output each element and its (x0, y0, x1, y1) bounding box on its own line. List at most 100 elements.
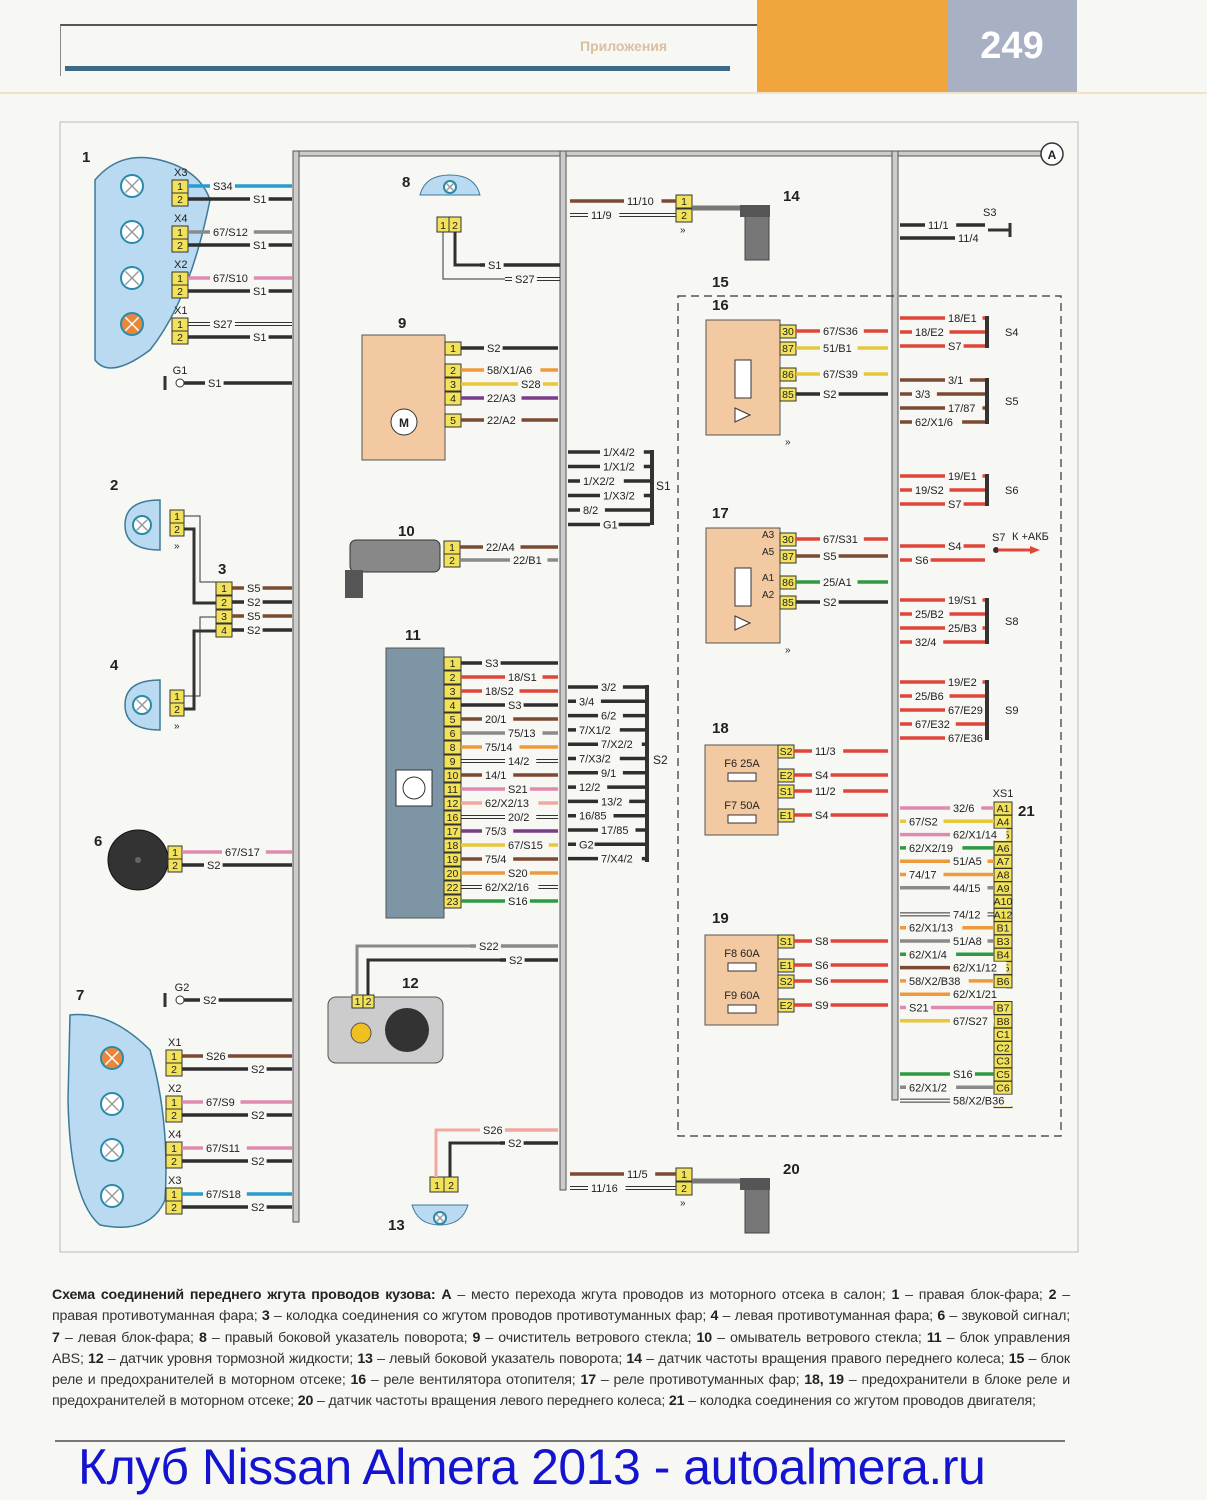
wire-19-E2-label-bg (812, 999, 831, 1011)
splice-S7-wire-label-bg (945, 540, 964, 552)
splice-s2-wire-label-bg (576, 809, 614, 822)
caption-text: – омыватель ветрового стекла; (712, 1329, 922, 1346)
fog-wire-link (184, 629, 216, 711)
wire-19-E2-label: S9 (815, 1000, 828, 1012)
pin-text: 1 (177, 273, 183, 285)
pin-text: 1 (177, 181, 183, 193)
wire-11-19-label: 75/4 (485, 854, 506, 866)
wire-1-X2-1-label: 67/S10 (213, 273, 248, 285)
pin-text: 2 (177, 286, 183, 298)
caption-text: – очиститель ветрового стекла; (480, 1329, 692, 1346)
pin-text: 11 (447, 784, 458, 796)
splice-S8-wire-label: 25/B3 (948, 623, 977, 635)
caption-key: 7 (52, 1329, 60, 1346)
wire-21-A9-label-bg (950, 881, 988, 894)
pin-text: C2 (996, 1042, 1010, 1054)
wire-13-label: S26 (483, 1125, 503, 1137)
splice-s2-wire-label: 7/X1/2 (579, 725, 611, 737)
wire-16-87-label-bg (820, 342, 858, 354)
splice-s1-wire-label: 8/2 (583, 505, 598, 517)
splice-S9-wire-label: 67/E32 (915, 719, 950, 731)
caption-text: – правая противотуманная фара; (52, 1287, 1070, 1325)
wire-1-X3-2-label: S1 (253, 194, 266, 206)
wire-12-label: S2 (509, 955, 522, 967)
wire-21-C6-label-bg (906, 1081, 957, 1094)
caption-text: – левый боковой указатель поворота; (372, 1350, 623, 1367)
wire-g2-label: S2 (203, 995, 216, 1007)
wire-10-1-label: 22/A4 (486, 542, 515, 554)
pin-text: A1 (997, 803, 1010, 815)
wire-20-1-label: 11/5 (627, 1169, 648, 1181)
wire-14-1-label: 11/10 (627, 196, 654, 208)
pin-text: 1 (172, 847, 178, 859)
wire-16-30-label-bg (820, 325, 864, 337)
splice-s2-wire-label-bg (576, 838, 595, 851)
wire-11-8-label-bg (482, 741, 520, 753)
wire-9-1-label-bg (484, 342, 503, 354)
wire-11-2-label: 18/S1 (508, 672, 537, 684)
wire-9-4-label: 22/A3 (487, 393, 516, 405)
wire-21-C7-label: 58/X2/B36 (953, 1096, 1004, 1108)
pin-text: 1 (177, 319, 183, 331)
splice-s2-wire-label-bg (576, 752, 620, 765)
wire-11-17-label: 75/3 (485, 826, 506, 838)
wire-13-2 (448, 1141, 500, 1177)
splice-s2-wire-label: 7/X2/2 (601, 739, 633, 751)
headlamp-left-body (67, 1013, 167, 1228)
wire-1-X2-2-label: S1 (253, 286, 266, 298)
motor-icon (390, 408, 418, 436)
splice-S8-wire-label-bg (912, 608, 950, 620)
wire-21-B5-label-bg (950, 961, 1007, 974)
wire-21-A7-label-bg (950, 855, 988, 868)
horn-center-icon (135, 857, 141, 863)
wire-7-X3-2-label: S2 (251, 1202, 264, 1214)
splice-s1-wire-label-bg (580, 475, 624, 487)
footer-rule (55, 1440, 1065, 1442)
pin-text: 2 (177, 332, 183, 344)
wire-21-A1-label-bg (950, 802, 982, 814)
wire-8-1-label: S27 (515, 274, 535, 286)
pin-text: 23 (447, 896, 459, 908)
ground-symbol-icon: » (174, 541, 180, 552)
caption-text: – реле вентилятора отопителя; (366, 1372, 576, 1389)
splice-s1-wire-label-bg (600, 489, 644, 502)
wire-12-label-bg (506, 954, 525, 966)
splice-s2-wire-label-bg (598, 766, 623, 779)
wire-12-label-bg (476, 940, 501, 952)
splice-s2-wire-label-bg (598, 824, 636, 836)
splice-s2-wire-label-bg (598, 795, 630, 808)
relay-inner-pin: A2 (762, 590, 775, 601)
wire-7-X2-2-label-bg (248, 1109, 267, 1121)
component-11-label: 11 (405, 627, 421, 644)
component-21-label: 21 (1018, 803, 1035, 820)
pin-text: 1 (171, 1143, 177, 1155)
pin-text: A12 (994, 909, 1013, 921)
pin-text: 1 (221, 583, 227, 595)
wire-13-label-bg (505, 1137, 524, 1149)
component-16-label: 16 (712, 297, 729, 314)
sensor-head-icon (740, 205, 770, 217)
component-2-label: 2 (110, 477, 118, 494)
component-18-label: 18 (712, 720, 729, 737)
component-10-label: 10 (398, 523, 415, 540)
header-rule (0, 92, 1207, 94)
lamp-icon-cross (124, 178, 140, 194)
diode-icon (734, 407, 752, 423)
ground-g1-node (175, 378, 185, 388)
turn-lamp-icon-cross (445, 182, 455, 192)
splice-s3-wire-label: 11/4 (958, 233, 979, 245)
pin-text: 1 (171, 1051, 177, 1063)
wire-7-X4-2-label: S2 (251, 1156, 264, 1168)
splice-S5-wire-label: 3/3 (915, 389, 930, 401)
caption-text: – место перехода жгута проводов из мотор… (451, 1287, 886, 1303)
caption-key: 10 (691, 1329, 713, 1346)
ground-symbol-icon: » (785, 645, 791, 656)
wire-3-2-label-bg (244, 596, 263, 608)
wire-21-B3-label-bg (950, 935, 988, 947)
wire-11-6-label-bg (505, 727, 543, 739)
wire-19-S2-label: S6 (815, 976, 828, 988)
splice-S8-wire-label: 25/B2 (915, 609, 944, 621)
wire-11-1-label-bg (482, 657, 501, 669)
wire-11-22-label: 62/X2/16 (485, 882, 529, 894)
lamp-icon-cross (104, 1142, 120, 1158)
